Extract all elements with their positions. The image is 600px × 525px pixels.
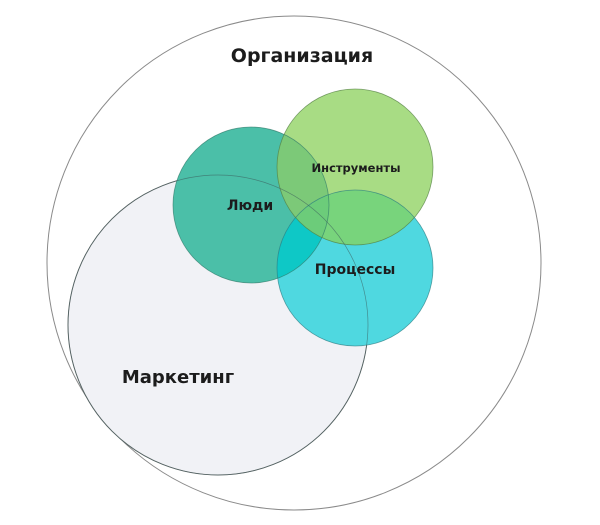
marketing-label: Маркетинг	[122, 367, 234, 388]
processes-label: Процессы	[315, 262, 396, 278]
organization-label: Организация	[231, 45, 373, 67]
people-label: Люди	[227, 198, 273, 214]
tools-label: Инструменты	[312, 161, 401, 175]
